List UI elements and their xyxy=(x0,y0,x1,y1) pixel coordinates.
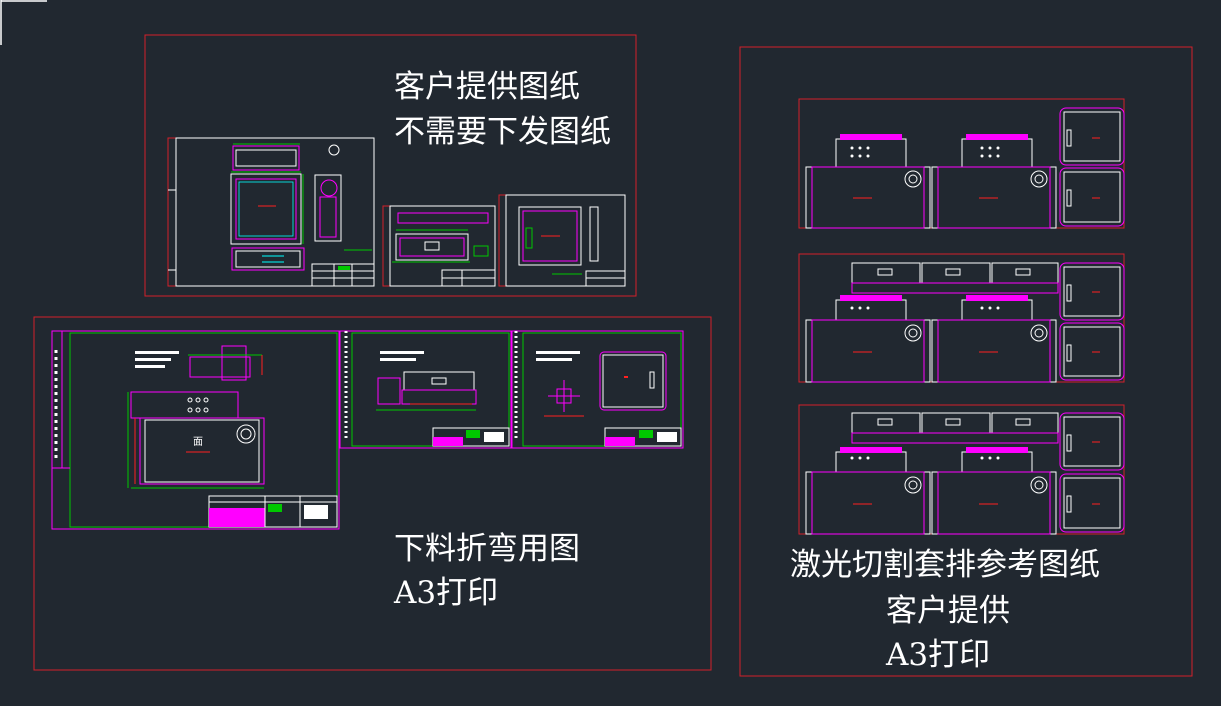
annotation-customer-provided: 客户提供 xyxy=(886,593,1010,629)
nesting-sheet-3[interactable] xyxy=(798,404,1125,535)
ucs-icon xyxy=(0,0,48,46)
group-frame-bending-drawings[interactable] xyxy=(33,316,712,671)
drawing-sheet-bending-3[interactable] xyxy=(511,330,684,449)
drawing-sheet-customer-1[interactable] xyxy=(167,137,375,287)
nesting-sheet-2[interactable] xyxy=(798,253,1125,383)
annotation-laser-nesting: 激光切割套排参考图纸 xyxy=(790,547,1100,583)
annotation-bending-drawings: 下料折弯用图 xyxy=(394,531,580,567)
nesting-sheet-1[interactable] xyxy=(798,98,1125,229)
face-label: 面 xyxy=(193,437,203,448)
group-frame-customer-drawings[interactable] xyxy=(144,34,637,297)
drawing-sheet-bending-2[interactable] xyxy=(339,330,512,449)
drawing-sheet-bending-main[interactable]: 面 xyxy=(51,330,340,530)
drawing-sheet-customer-3[interactable] xyxy=(498,194,626,287)
group-frame-laser-nesting[interactable] xyxy=(739,46,1193,677)
annotation-a3-print-laser: A3打印 xyxy=(886,637,991,673)
annotation-a3-print-bending: A3打印 xyxy=(394,575,499,611)
annotation-no-issue-drawings: 不需要下发图纸 xyxy=(394,114,611,150)
drawing-sheet-customer-2[interactable] xyxy=(382,205,496,287)
annotation-customer-drawings: 客户提供图纸 xyxy=(394,69,580,105)
